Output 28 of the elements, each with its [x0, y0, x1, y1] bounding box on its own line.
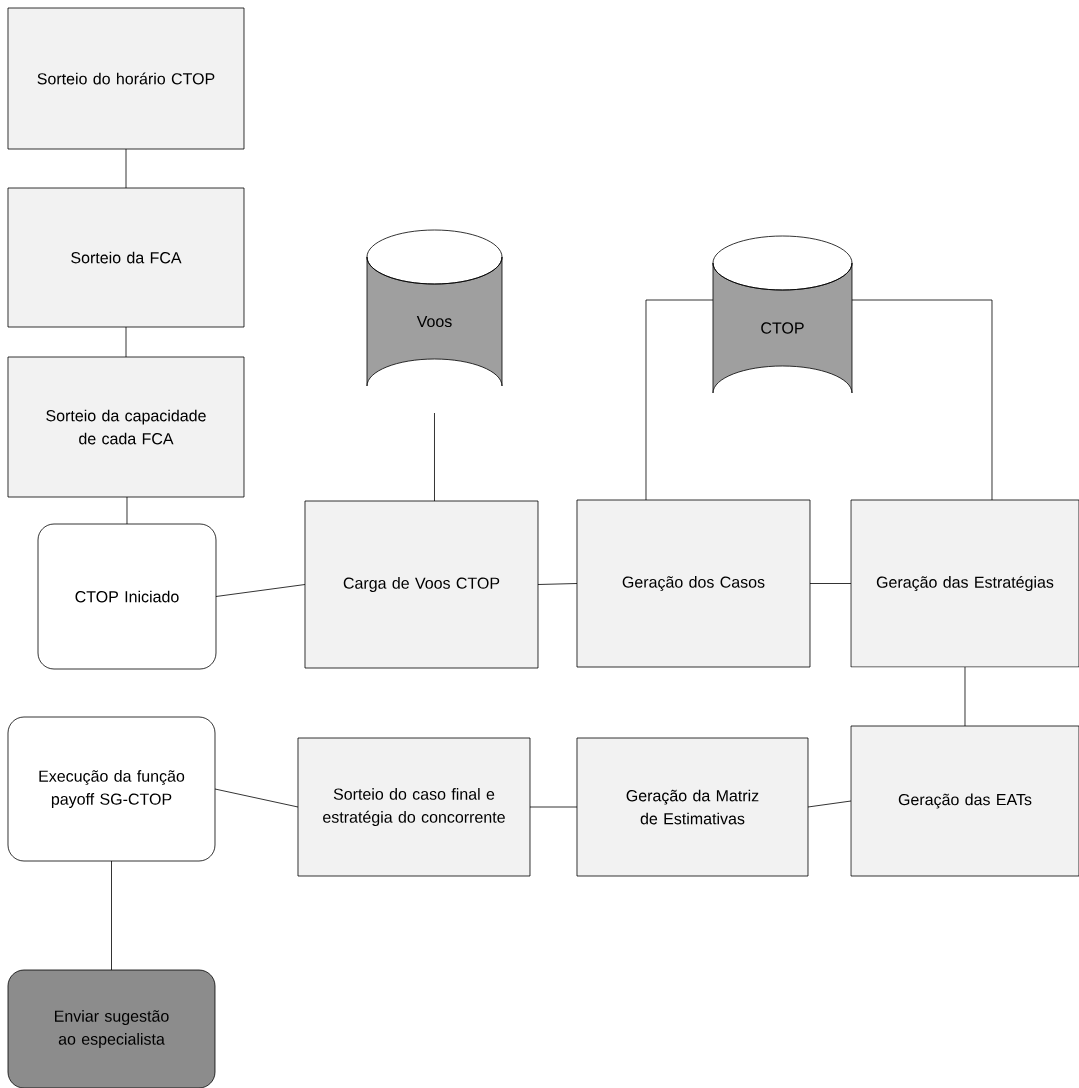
connector-line [529, 806, 578, 808]
connector-line [645, 299, 714, 501]
terminal-box: Enviar sugestão ao especialista [7, 969, 216, 1088]
connector-line [111, 860, 112, 971]
process-box: Geração dos Casos [576, 499, 811, 668]
connector-line [125, 148, 127, 189]
database-cylinder: CTOP [712, 235, 853, 394]
terminal-box: CTOP Iniciado [37, 523, 217, 670]
connector-line [214, 788, 299, 808]
database-cylinder: Voos [366, 229, 503, 387]
process-box: Geração das EATs [850, 725, 1079, 877]
connector-line [807, 800, 852, 808]
process-box: Sorteio da capacidade de cada FCA [7, 356, 245, 498]
process-box: Sorteio da FCA [7, 187, 245, 328]
connector-line [434, 412, 435, 502]
connector-line [215, 584, 306, 597]
connector-line [809, 583, 852, 584]
process-box: Sorteio do caso final e estratégia do concorrente [297, 737, 531, 877]
connector-line [537, 583, 578, 585]
connector-line [964, 666, 966, 727]
terminal-box: Execução da função payoff SG-CTOP [7, 716, 216, 862]
connector-line [851, 299, 993, 501]
connector-line [126, 496, 128, 525]
process-box: Carga de Voos CTOP [304, 500, 539, 669]
process-box: Geração das Estratégias [850, 499, 1079, 668]
connector-line [125, 326, 127, 358]
process-box: Geração da Matriz de Estimativas [576, 737, 809, 877]
process-box: Sorteio do horário CTOP [7, 7, 245, 150]
